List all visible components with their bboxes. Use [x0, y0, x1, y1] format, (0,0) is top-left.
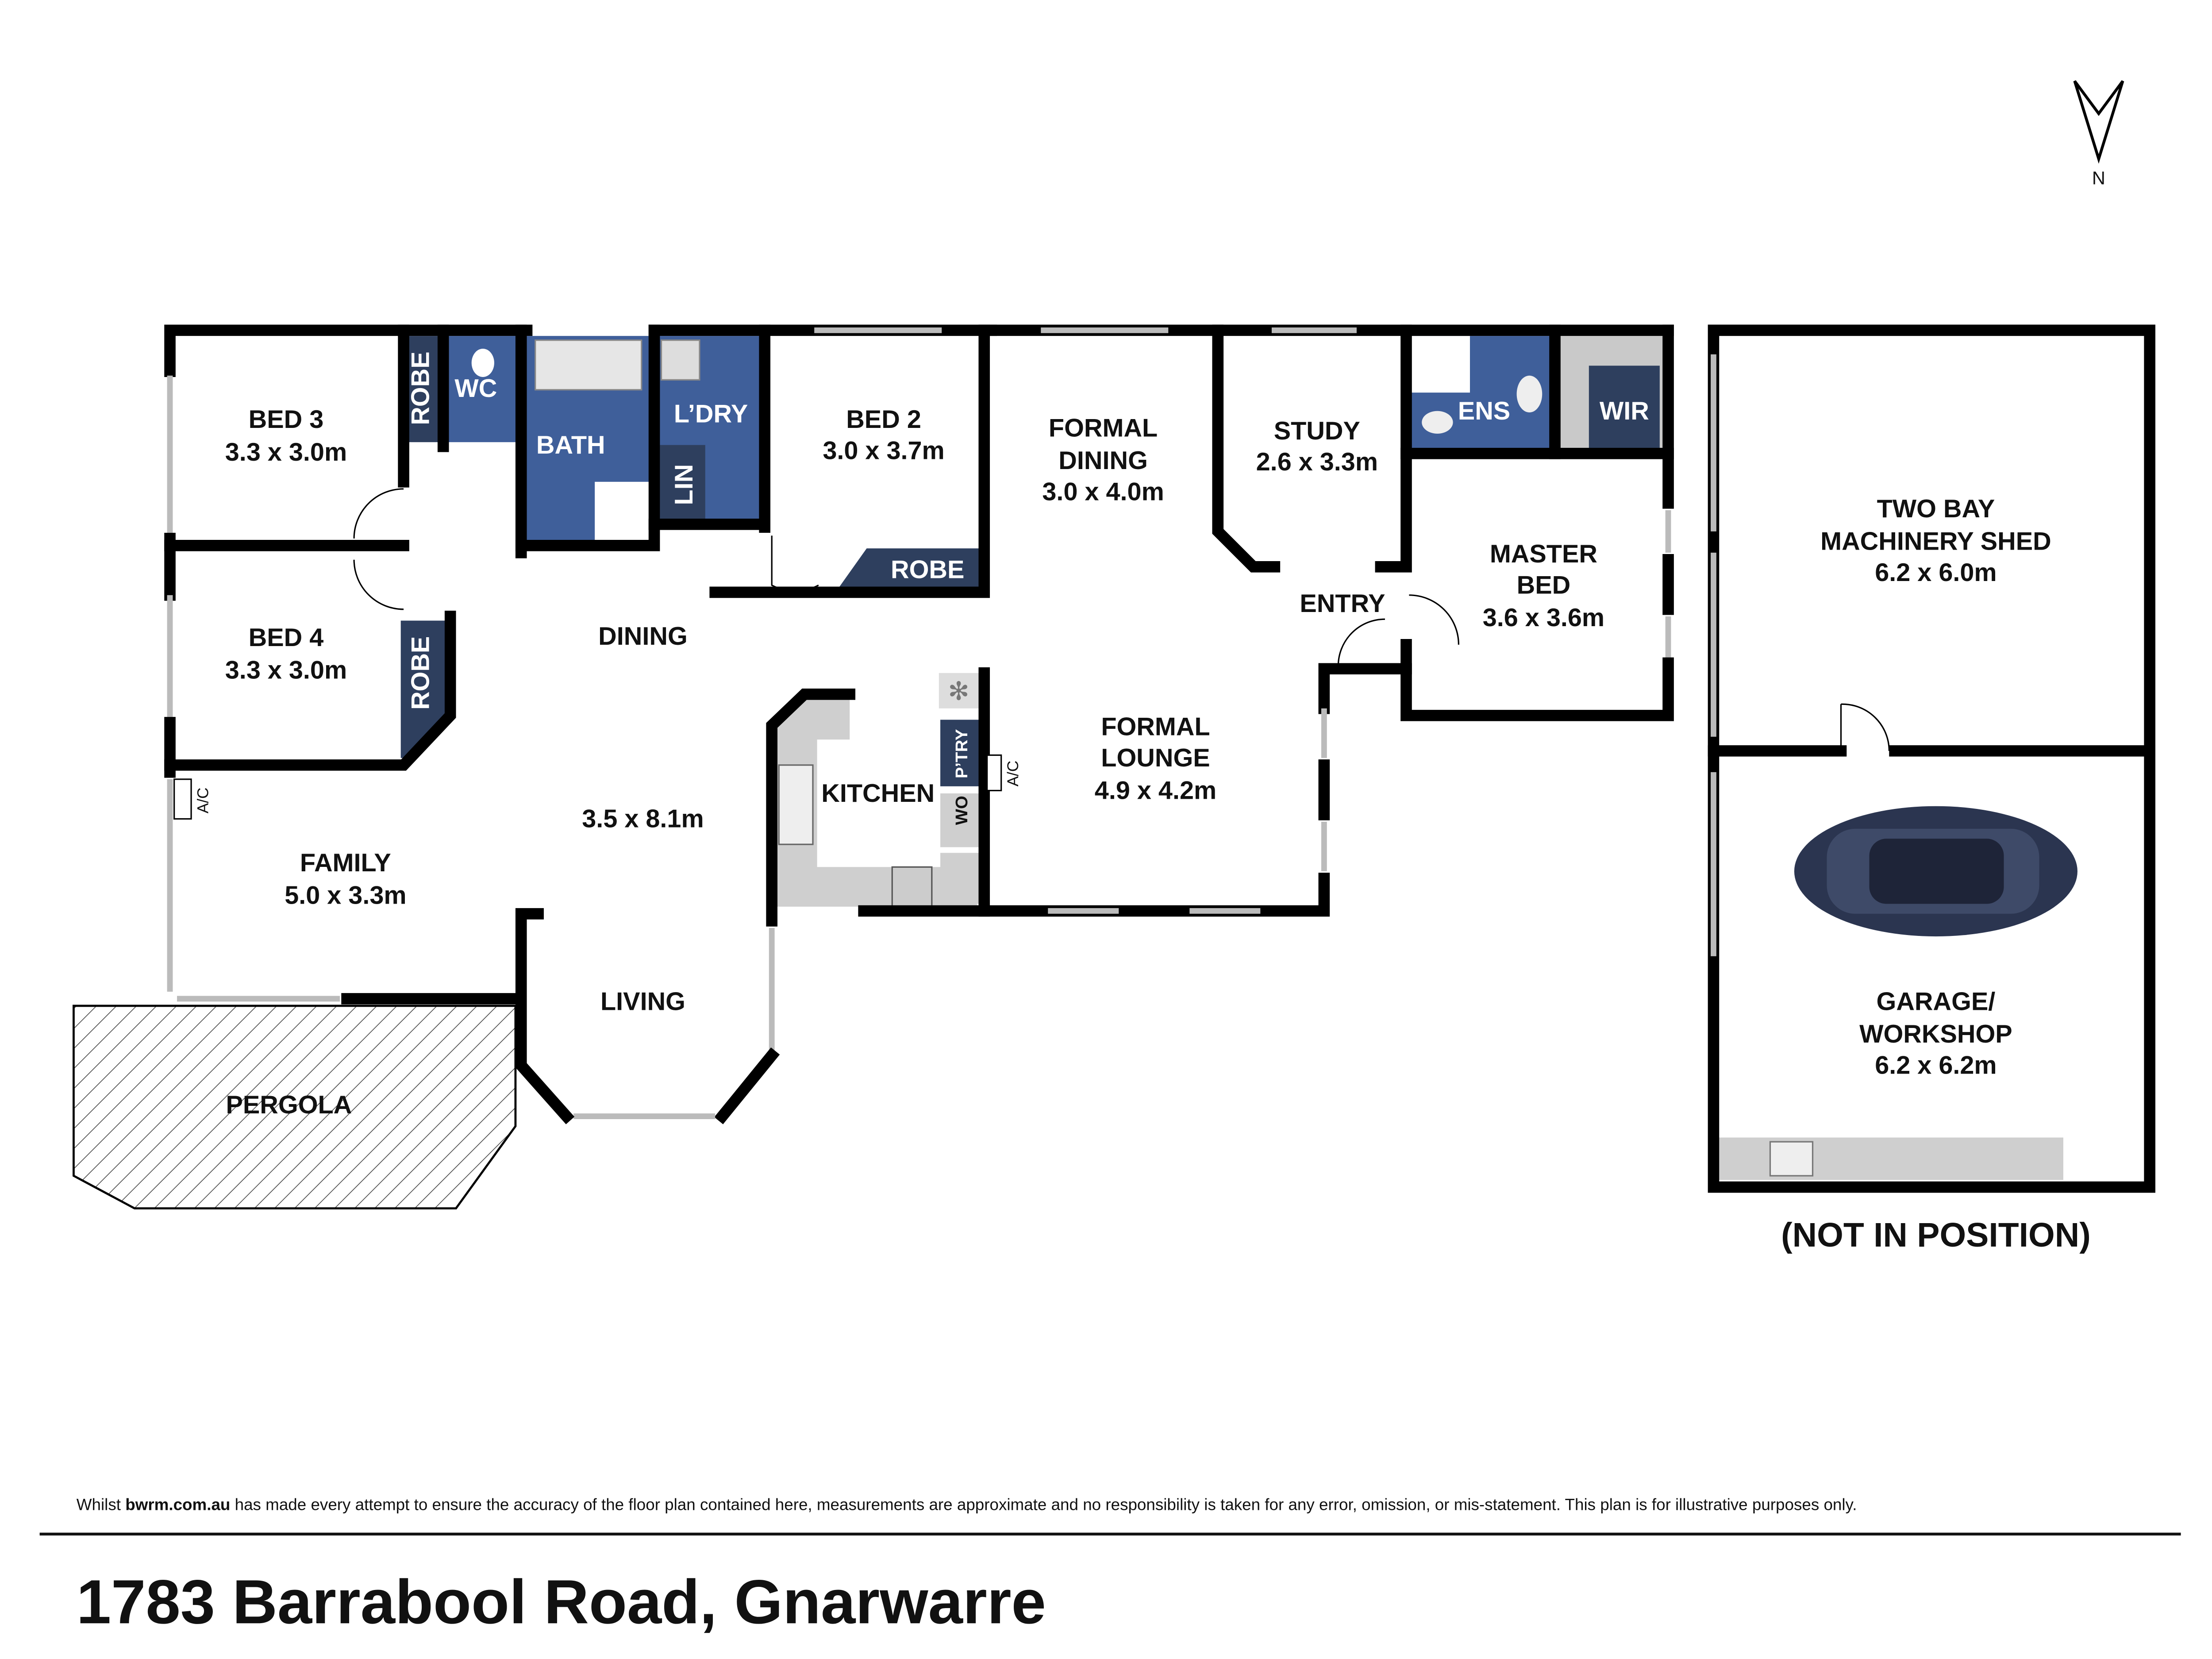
pantry-label: P’TRY [952, 729, 971, 778]
wo-fill [940, 793, 980, 847]
room-fills: ✻ [73, 336, 2077, 1210]
ac-label-family: A/C [194, 788, 212, 814]
walls [164, 324, 2155, 1193]
wo-label: WO [952, 796, 971, 825]
pergola-label: PERGOLA [226, 1091, 352, 1119]
dining-dim: 3.5 x 8.1m [582, 805, 704, 833]
lin-fill [660, 445, 705, 524]
formal-lounge-name1: FORMAL [1101, 713, 1210, 741]
fridge-icon [939, 673, 979, 708]
kitchen-label: KITCHEN [821, 779, 935, 808]
garage-name1: GARAGE/ [1877, 988, 1996, 1016]
master-name1: MASTER [1490, 540, 1597, 568]
formal-dining-dim: 3.0 x 4.0m [1042, 477, 1164, 506]
wc-label: WC [454, 374, 497, 403]
formal-dining-name1: FORMAL [1049, 414, 1158, 442]
formal-dining-name2: DINING [1058, 447, 1148, 475]
shed-dim: 6.2 x 6.0m [1875, 558, 1997, 587]
study-dim: 2.6 x 3.3m [1256, 448, 1378, 476]
lin-label: LIN [670, 464, 698, 505]
garage-name2: WORKSHOP [1859, 1020, 2012, 1048]
shed-name1: TWO BAY [1877, 495, 1995, 523]
disclaimer-text: has made every attempt to ensure the acc… [230, 1495, 1857, 1513]
study-name: STUDY [1274, 417, 1360, 445]
entry-label: ENTRY [1300, 589, 1385, 618]
laundry-tub-icon [660, 339, 700, 381]
bathtub-icon [535, 339, 642, 391]
north-arrow-icon: N [2073, 80, 2124, 189]
shed-name2: MACHINERY SHED [1820, 527, 2051, 555]
bath-label: BATH [536, 431, 605, 459]
formal-lounge-name2: LOUNGE [1101, 744, 1210, 772]
workshop-sink-icon [1769, 1141, 1814, 1177]
cooktop-icon [891, 866, 933, 908]
living-label: LIVING [600, 988, 685, 1016]
dining-label: DINING [598, 622, 688, 651]
master-name2: BED [1517, 571, 1571, 600]
bed2-dim: 3.0 x 3.7m [823, 437, 944, 465]
disclaimer: Whilst bwrm.com.au has made every attemp… [77, 1495, 1857, 1513]
bed4-dim: 3.3 x 3.0m [225, 656, 347, 685]
toilet-icon [471, 348, 494, 377]
bed3-dim: 3.3 x 3.0m [225, 438, 347, 466]
svg-text:✻: ✻ [948, 677, 969, 706]
bed2-name: BED 2 [846, 405, 921, 434]
disclaimer-brand: bwrm.com.au [125, 1495, 230, 1513]
ac-unit-icon [173, 778, 192, 820]
basin-icon [1516, 375, 1543, 412]
not-in-position-note: (NOT IN POSITION) [1781, 1216, 2091, 1254]
robe1-label: ROBE [407, 351, 435, 425]
ac-label-lounge: A/C [1004, 761, 1022, 787]
master-dim: 3.6 x 3.6m [1483, 604, 1604, 632]
ens-toilet-icon [1422, 411, 1453, 434]
robe2-label: ROBE [407, 636, 435, 710]
sink-icon [778, 764, 814, 845]
car-icon [1794, 806, 2077, 937]
ac-unit-icon [986, 754, 1002, 792]
garage-dim: 6.2 x 6.2m [1875, 1051, 1997, 1080]
room-labels: BED 3 3.3 x 3.0m BED 4 3.3 x 3.0m ROBE R… [173, 351, 2091, 1254]
wir-label: WIR [1600, 397, 1649, 425]
bed4-name: BED 4 [249, 624, 324, 652]
disclaimer-prefix: Whilst [77, 1495, 125, 1513]
family-name: FAMILY [300, 849, 391, 877]
ens-label: ENS [1458, 397, 1510, 425]
property-address: 1783 Barrabool Road, Gnarwarre [77, 1567, 1046, 1636]
laundry-label: L’DRY [674, 400, 748, 428]
bed3-name: BED 3 [249, 405, 324, 434]
family-dim: 5.0 x 3.3m [285, 881, 406, 910]
pantry-fill [940, 720, 980, 786]
north-label: N [2092, 168, 2105, 189]
formal-lounge-dim: 4.9 x 4.2m [1095, 777, 1216, 805]
robe3-label: ROBE [891, 555, 964, 584]
robe3-fill [835, 548, 985, 593]
